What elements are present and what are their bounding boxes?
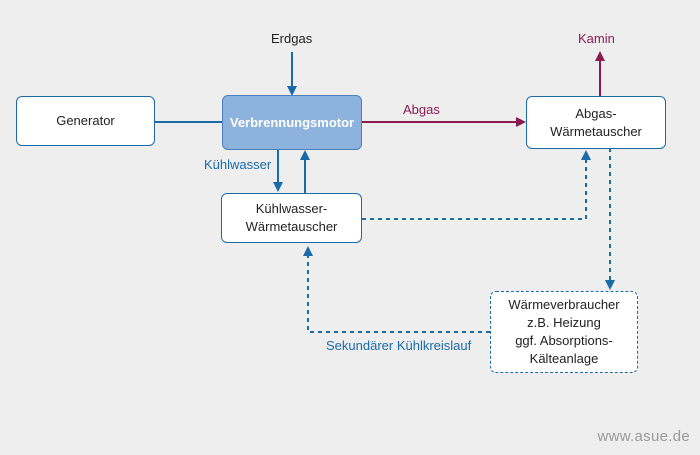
- exhaust-heat-exchanger-label: Abgas- Wärmetauscher: [550, 105, 642, 139]
- engine-box: Verbrennungsmotor: [222, 95, 362, 150]
- heat-consumer-box: Wärmeverbraucher z.B. Heizung ggf. Absor…: [490, 291, 638, 373]
- website-footer: www.asue.de: [597, 428, 690, 445]
- chimney-label: Kamin: [578, 31, 615, 46]
- gas-input-label: Erdgas: [271, 31, 313, 46]
- secondary-loop-label: Sekundärer Kühlkreislauf: [326, 338, 472, 353]
- exhaust-label: Abgas: [403, 102, 440, 117]
- coolant-label: Kühlwasser: [204, 157, 272, 172]
- generator-label: Generator: [56, 113, 115, 128]
- exhaust-heat-exchanger-box: Abgas- Wärmetauscher: [526, 96, 666, 149]
- coolant-heat-exchanger-box: Kühlwasser- Wärmetauscher: [221, 193, 362, 243]
- coolant-heat-exchanger-label: Kühlwasser- Wärmetauscher: [245, 201, 338, 234]
- heat-consumer-label: Wärmeverbraucher z.B. Heizung ggf. Absor…: [508, 297, 620, 366]
- engine-label: Verbrennungsmotor: [229, 114, 355, 130]
- generator-box: Generator: [16, 96, 155, 146]
- secondary-loop-to-exhaust-hx: [362, 150, 591, 220]
- secondary-loop-return: [303, 246, 490, 333]
